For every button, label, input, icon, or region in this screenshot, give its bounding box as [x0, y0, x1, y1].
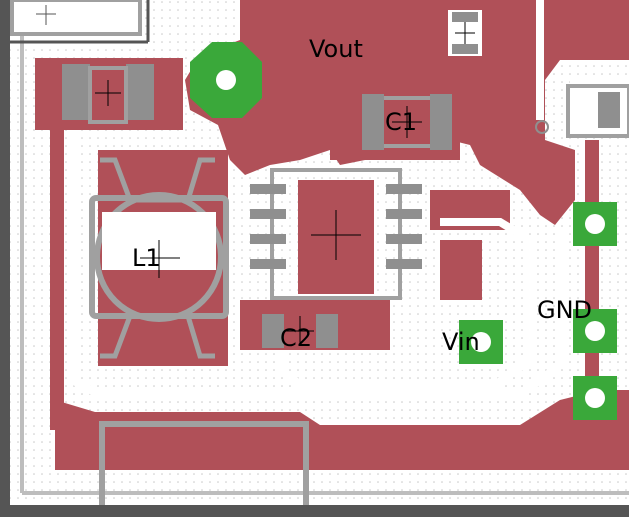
- gnd-pads: [573, 202, 617, 420]
- label-c2: C2: [280, 324, 312, 352]
- vout-pad: [190, 42, 262, 118]
- label-vin: Vin: [442, 328, 480, 356]
- inductor-l1: [89, 157, 229, 359]
- label-c1: C1: [385, 108, 417, 136]
- bottom-connector-outline: [99, 421, 309, 505]
- smd-component-top-left: [62, 64, 154, 124]
- label-vout: Vout: [309, 35, 363, 63]
- smd-component-right: [566, 84, 629, 138]
- via-ring-icon: [535, 120, 549, 134]
- capacitor-c1: [362, 94, 452, 150]
- smd-component-top: [444, 6, 486, 60]
- vin-pad: [459, 320, 503, 364]
- ic-package: [250, 168, 422, 300]
- capacitor-c2: [262, 314, 338, 348]
- trace-clearances: [68, 0, 629, 399]
- label-l1: L1: [132, 244, 161, 272]
- label-gnd: GND: [537, 296, 592, 324]
- top-left-footprint: [10, 0, 142, 36]
